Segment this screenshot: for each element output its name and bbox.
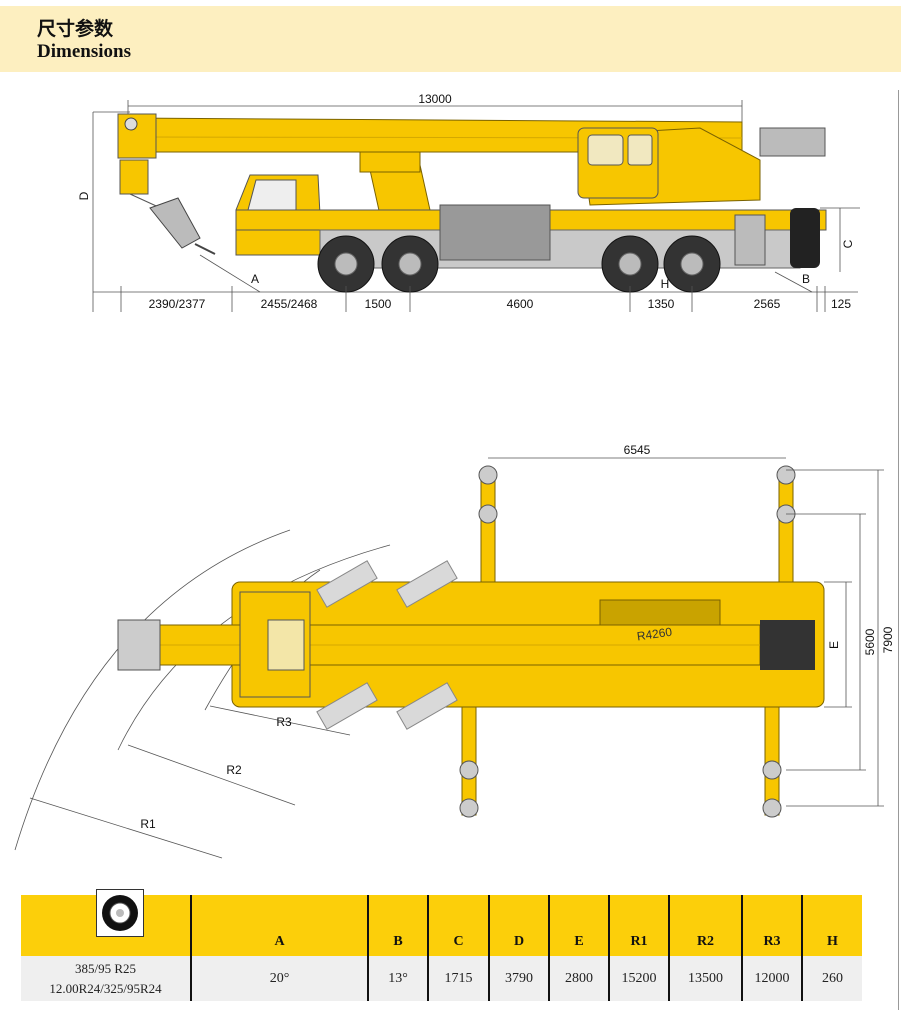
dim-label-a: A [251, 272, 259, 286]
header-e: E [548, 895, 609, 956]
value-e: 2800 [548, 956, 609, 1001]
tyre-size-primary: 385/95 R25 [74, 960, 137, 976]
dim-label-h: H [661, 277, 670, 291]
value-c: 1715 [427, 956, 489, 1001]
dim-radius-r2: R2 [226, 763, 242, 777]
dim-wheelbase: 4600 [507, 297, 534, 311]
tyre-size-cell: 385/95 R25 12.00R24/325/95R24 [21, 956, 191, 1001]
dim-rear-overhang: 2565 [754, 297, 781, 311]
header-b: B [367, 895, 428, 956]
header-r3: R3 [741, 895, 802, 956]
dimension-spec-table: A B C D E R1 R2 R3 H 385/95 R25 12.00R24… [21, 889, 862, 1001]
top-view-drawing [14, 457, 884, 859]
value-r1: 15200 [608, 956, 669, 1001]
dim-radius-r1: R1 [140, 817, 156, 831]
dim-front-overhang: 2390/2377 [149, 297, 206, 311]
header-h: H [801, 895, 862, 956]
page-edge-rule [898, 90, 899, 1010]
dim-front-axle-spacing: 1500 [365, 297, 392, 311]
tyre-size-alternate: 12.00R24/325/95R24 [49, 980, 162, 996]
dim-rear-axle-spacing: 1350 [648, 297, 675, 311]
dim-label-d: D [77, 191, 91, 200]
dim-inner-width: 5600 [863, 628, 877, 655]
tyre-header-cell [21, 889, 191, 956]
table-header-row: A B C D E R1 R2 R3 H [21, 889, 862, 956]
header-r1: R1 [608, 895, 669, 956]
dim-tail-extension: 125 [831, 297, 851, 311]
side-view-drawing [92, 100, 860, 312]
header-c: C [427, 895, 489, 956]
dim-outrigger-span: 6545 [624, 443, 651, 457]
section-title-english: Dimensions [37, 41, 131, 62]
tyre-icon [96, 889, 144, 937]
value-d: 3790 [488, 956, 549, 1001]
crane-dimension-diagrams: 13000 D C A B H 2390/2377 2455/2468 1500… [14, 92, 895, 859]
header-a: A [190, 895, 368, 956]
header-d: D [488, 895, 549, 956]
dim-label-c: C [841, 239, 855, 248]
dim-label-b: B [802, 272, 810, 286]
section-header: 尺寸参数 Dimensions [0, 6, 901, 72]
value-r2: 13500 [668, 956, 742, 1001]
dim-cab-to-axle: 2455/2468 [261, 297, 318, 311]
header-r2: R2 [668, 895, 742, 956]
value-a: 20° [190, 956, 368, 1001]
value-b: 13° [367, 956, 428, 1001]
dim-radius-r3: R3 [276, 715, 292, 729]
dim-outer-width: 7900 [881, 626, 895, 653]
dim-label-e: E [827, 641, 841, 649]
table-row: 385/95 R25 12.00R24/325/95R24 20° 13° 17… [21, 956, 862, 1001]
dim-tail-radius: R4260 [636, 625, 673, 644]
dim-overall-length: 13000 [418, 92, 452, 106]
value-r3: 12000 [741, 956, 802, 1001]
section-title-chinese: 尺寸参数 [37, 18, 114, 40]
value-h: 260 [801, 956, 862, 1001]
